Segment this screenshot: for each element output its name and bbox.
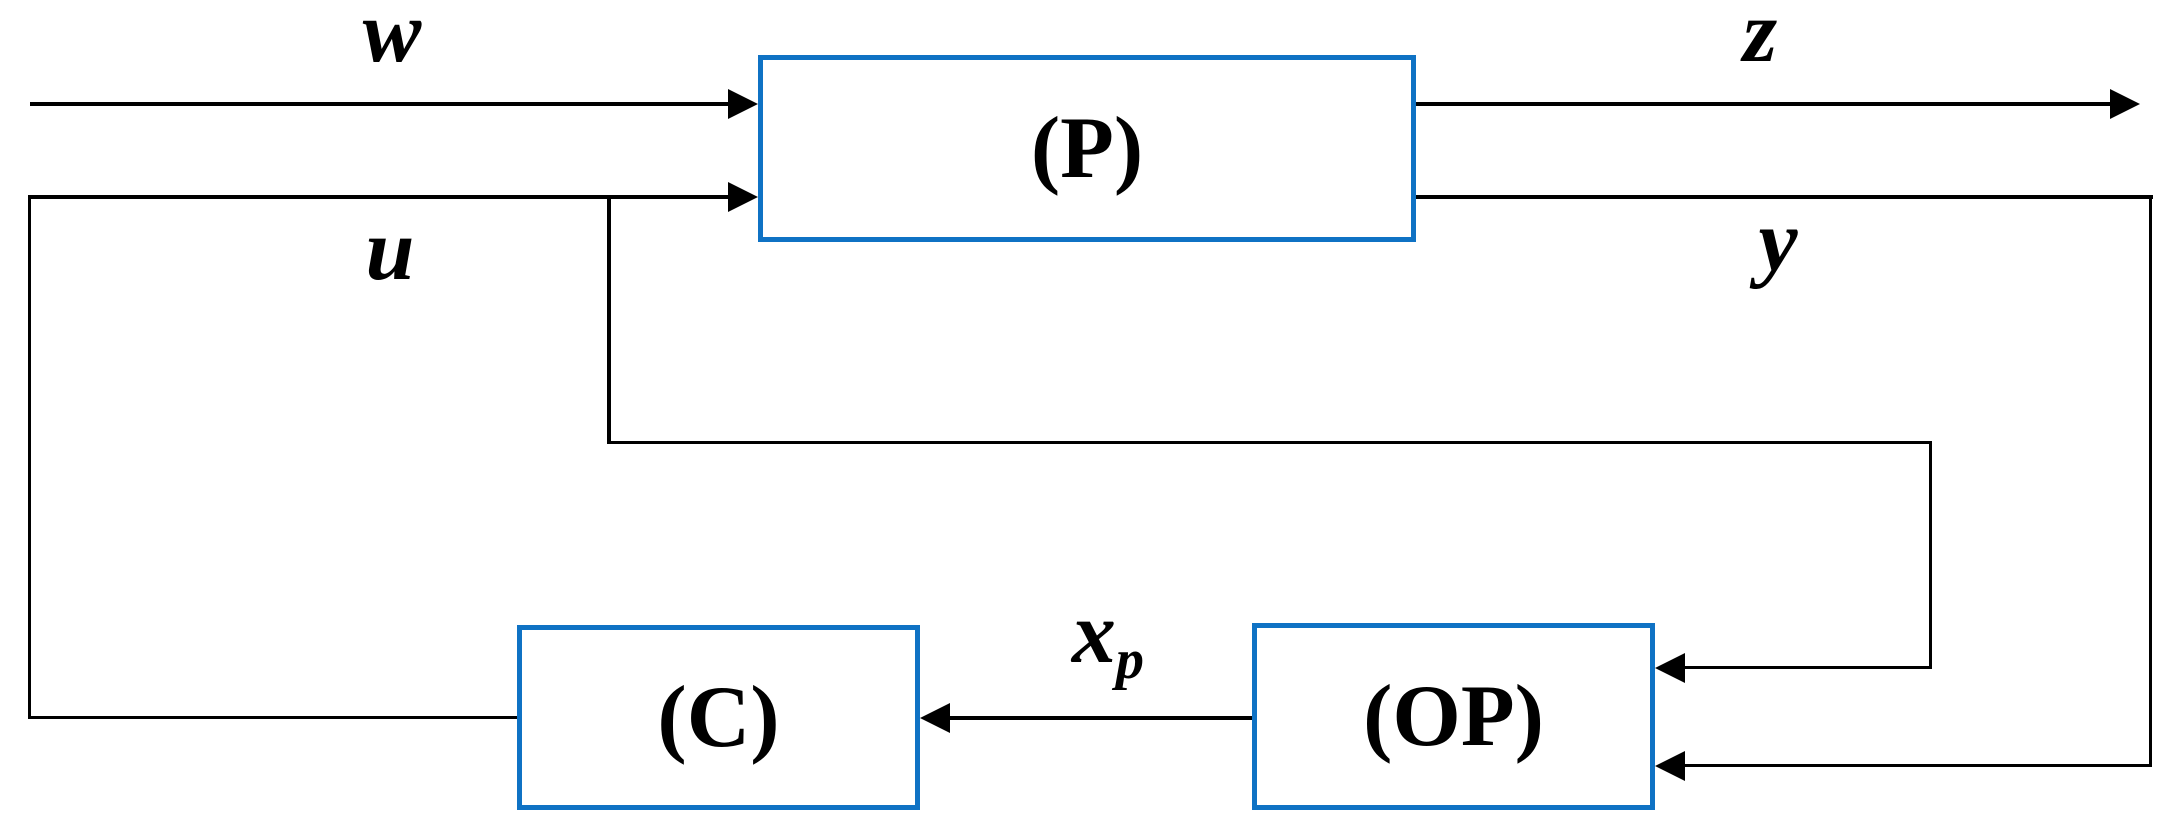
- controller-block-label: (C): [657, 668, 780, 766]
- z-signal-line: [1416, 102, 2112, 106]
- xp-to-controller-arrowhead-icon: [920, 703, 950, 733]
- feedback-bottom-horizontal-line: [28, 716, 517, 719]
- z-signal-label: z: [1742, 0, 1778, 81]
- z-arrowhead-icon: [2110, 89, 2140, 119]
- u-signal-label: u: [365, 202, 415, 299]
- w-signal-line: [30, 102, 734, 106]
- u-tap-into-observer-line: [1681, 666, 1932, 669]
- xp-signal-label-subscript: p: [1115, 628, 1145, 691]
- feedback-left-vertical-line: [28, 195, 31, 719]
- y-signal-label: y: [1758, 193, 1798, 290]
- y-signal-line-bottom: [1681, 764, 2151, 767]
- plant-block: (P): [758, 55, 1416, 242]
- y-to-observer-arrowhead-icon: [1655, 751, 1685, 781]
- xp-signal-line: [946, 716, 1252, 720]
- u-to-observer-arrowhead-icon: [1655, 653, 1685, 683]
- u-tap-down-line: [1929, 441, 1932, 669]
- plant-block-label: (P): [1030, 99, 1144, 197]
- observer-block-label: (OP): [1363, 667, 1544, 765]
- y-signal-line-top: [1416, 195, 2153, 199]
- w-signal-label: w: [362, 0, 422, 81]
- xp-signal-label: xp: [1072, 590, 1144, 688]
- u-tap-vertical-line: [607, 197, 611, 444]
- observer-block: (OP): [1252, 623, 1655, 810]
- w-arrowhead-icon: [728, 89, 758, 119]
- u-tap-horizontal-line: [607, 441, 1932, 444]
- u-signal-line: [28, 195, 734, 199]
- y-signal-line-right-vertical: [2149, 195, 2152, 767]
- controller-block: (C): [517, 625, 920, 810]
- xp-signal-label-base: x: [1071, 585, 1116, 682]
- u-arrowhead-icon: [728, 182, 758, 212]
